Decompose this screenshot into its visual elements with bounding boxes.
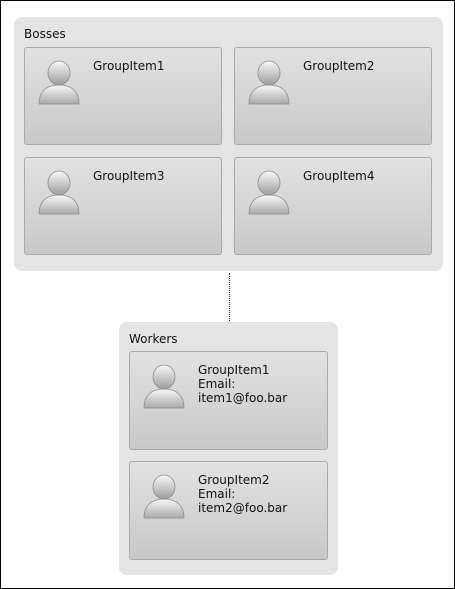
card-email: Email: item2@foo.bar xyxy=(198,487,288,515)
bosses-group-title: Bosses xyxy=(24,27,66,41)
card-name: GroupItem2 xyxy=(198,473,270,487)
person-icon xyxy=(38,60,80,105)
workers-group-title: Workers xyxy=(129,332,178,346)
worker-card-1[interactable]: GroupItem1 Email: item1@foo.bar xyxy=(129,351,328,450)
boss-card-2[interactable]: GroupItem2 xyxy=(234,47,432,145)
card-name: GroupItem1 xyxy=(198,363,270,377)
person-icon xyxy=(248,60,290,105)
boss-card-1[interactable]: GroupItem1 xyxy=(24,47,222,145)
person-icon xyxy=(248,170,290,215)
card-name: GroupItem3 xyxy=(93,169,165,183)
workers-group: Workers GroupItem1 Email: item1@foo.bar xyxy=(119,322,338,575)
person-icon xyxy=(143,474,185,519)
person-icon xyxy=(38,170,80,215)
bosses-group: Bosses GroupItem1 xyxy=(14,17,443,271)
group-connector-line xyxy=(229,273,230,321)
boss-card-3[interactable]: GroupItem3 xyxy=(24,157,222,255)
card-name: GroupItem2 xyxy=(303,59,375,73)
card-name: GroupItem1 xyxy=(93,59,165,73)
boss-card-4[interactable]: GroupItem4 xyxy=(234,157,432,255)
worker-card-2[interactable]: GroupItem2 Email: item2@foo.bar xyxy=(129,461,328,560)
card-name: GroupItem4 xyxy=(303,169,375,183)
card-email: Email: item1@foo.bar xyxy=(198,377,288,405)
person-icon xyxy=(143,364,185,409)
